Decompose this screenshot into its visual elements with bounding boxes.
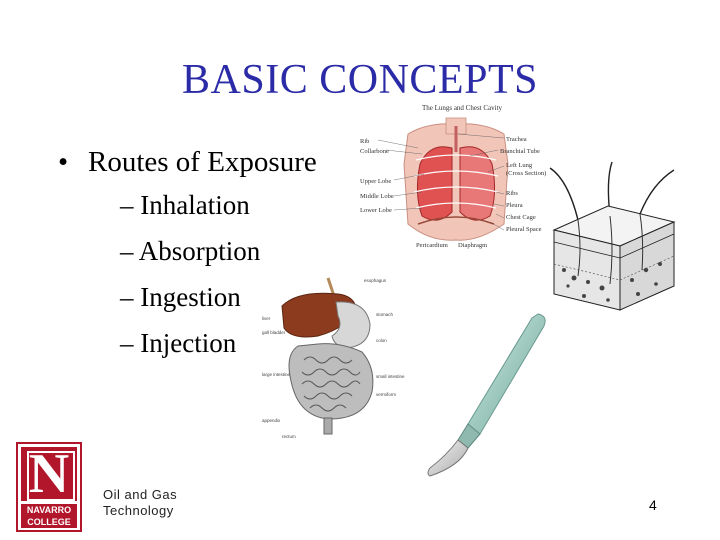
digestive-label-large-intestine: large intestine — [262, 372, 291, 377]
sub-bullet-injection: – Injection — [120, 328, 237, 358]
lungs-label-branchial-tube: Branchial Tube — [500, 148, 540, 155]
page-number: 4 — [649, 497, 657, 513]
footer-line-1: Oil and Gas — [103, 487, 178, 502]
digestive-label-small-intestine: small intestine — [376, 374, 405, 379]
lungs-label-collarbone: Collarbone — [360, 148, 389, 155]
digestive-label-gall-bladder: gall bladder — [262, 330, 286, 335]
lungs-diagram-title: The Lungs and Chest Cavity — [421, 104, 503, 112]
footer-course-name: Oil and Gas Technology — [103, 487, 177, 519]
digestive-label-rectum: rectum — [282, 434, 296, 439]
lungs-label-left-lung: Left Lung — [506, 162, 533, 169]
digestive-label-stomach: stomach — [376, 312, 394, 317]
digestive-organs-icon — [281, 277, 374, 435]
main-bullet: • Routes of Exposure — [58, 142, 317, 182]
lungs-label-pleural-space: Pleural Space — [506, 226, 542, 233]
digestive-label-liver: liver — [262, 316, 271, 321]
sub-bullet-ingestion: – Ingestion — [120, 282, 241, 312]
lungs-label-ribs: Ribs — [506, 190, 518, 197]
digestive-label-appendix: appendix — [262, 418, 281, 423]
lungs-chest-cavity-illustration: The Lungs and Chest Cavity — [358, 104, 554, 254]
bullet-dot-icon: • — [58, 146, 69, 178]
logo-text-college: COLLEGE — [21, 516, 77, 528]
lungs-label-pericardium: Pericardium — [416, 242, 448, 249]
logo-text-navarro: NAVARRO — [21, 504, 77, 516]
lungs-label-rib: Rib — [360, 138, 370, 145]
logo-letter: N — [21, 446, 77, 502]
lungs-label-diaphragm: Diaphragm — [458, 242, 488, 249]
navarro-college-logo: N NAVARRO COLLEGE — [16, 442, 82, 532]
slide-title: BASIC CONCEPTS — [182, 57, 538, 103]
lungs-label-cross-section: (Cross Section) — [506, 170, 547, 177]
lungs-label-lower-lobe: Lower Lobe — [360, 207, 392, 214]
lungs-label-middle-lobe: Middle Lobe — [360, 193, 394, 200]
lungs-label-chest-cage: Chest Cage — [506, 214, 536, 221]
lungs-label-pleura: Pleura — [506, 202, 523, 209]
lungs-label-trachea: Trachea — [506, 136, 527, 143]
digestive-label-vermiform: vermiform — [376, 392, 396, 397]
sub-bullet-inhalation: – Inhalation — [120, 190, 250, 220]
digestive-label-esophagus: esophagus — [364, 278, 387, 283]
lungs-label-upper-lobe: Upper Lobe — [360, 178, 392, 185]
footer-line-2: Technology — [103, 503, 174, 518]
sub-bullet-absorption: – Absorption — [120, 236, 261, 266]
digestive-system-illustration: esophagus liver gall bladder stomach col… — [258, 272, 418, 442]
scalpel-icon — [427, 313, 546, 477]
main-bullet-text: Routes of Exposure — [88, 146, 317, 178]
lungs-icon — [377, 117, 509, 241]
digestive-label-colon: colon — [376, 338, 387, 343]
bullet-list: • Routes of Exposure – Inhalation – Abso… — [58, 142, 317, 366]
skin-cross-section-icon — [549, 161, 676, 311]
